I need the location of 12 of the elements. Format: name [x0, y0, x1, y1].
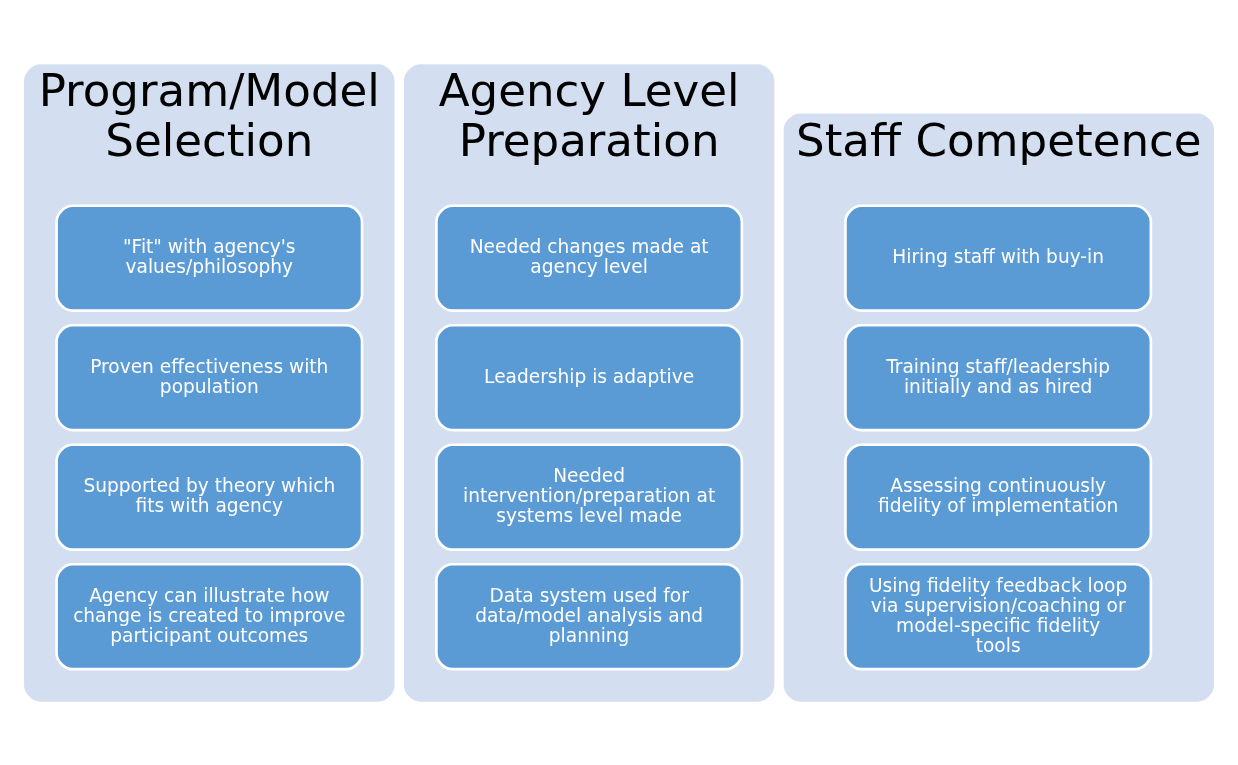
node-box: Supported by theory which fits with agency [55, 442, 364, 551]
node-box: Assessing continuously fidelity of implementation [844, 442, 1153, 551]
node-box: Training staff/leadership initially and as hired [844, 323, 1153, 431]
node-box: Needed intervention/preparation at systems level made [435, 442, 744, 551]
node-box: "Fit" with agency's values/philosophy [55, 203, 364, 312]
node-box: Hiring staff with buy-in [844, 203, 1153, 312]
node-box: Needed changes made at agency level [435, 203, 744, 312]
node-box: Proven effectiveness with population [55, 323, 364, 431]
node-box: Using fidelity feedback loop via supervision/coaching or model-specific fidelity tools [844, 562, 1153, 671]
node-box: Agency can illustrate how change is created to improve participant outcomes [55, 562, 364, 671]
node-box: Leadership is adaptive [435, 323, 744, 431]
node-box: Data system used for data/model analysis and planning [435, 562, 744, 671]
